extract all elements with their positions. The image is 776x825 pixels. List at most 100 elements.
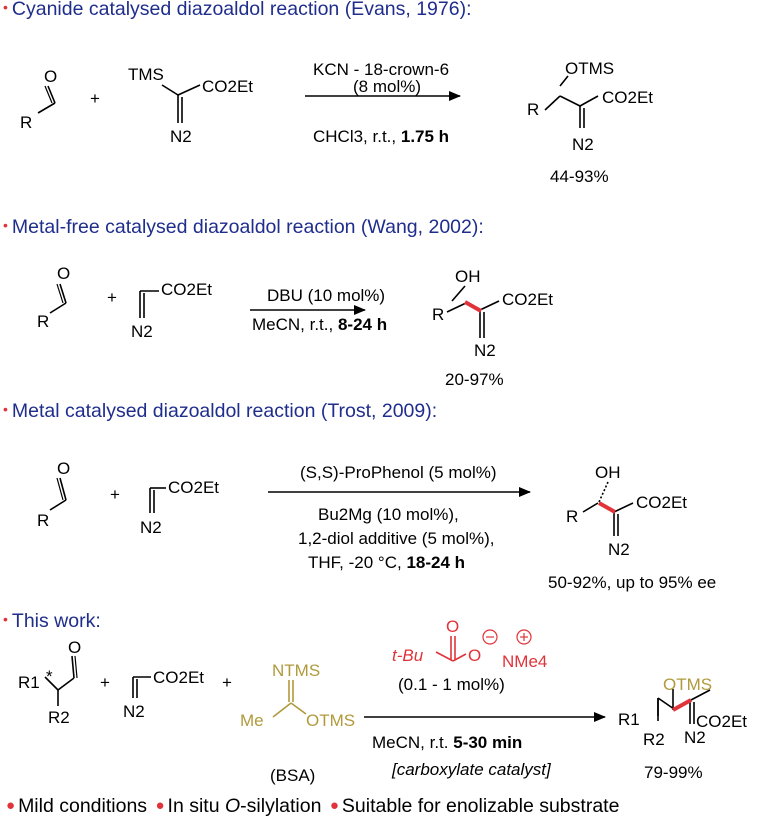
this-work-cond-solvent-b: 5-30 min bbox=[453, 733, 522, 752]
this-work-cond-loading: (0.1 - 1 mol%) bbox=[398, 675, 505, 694]
trost-cond-b1: Bu2Mg (10 mol%), bbox=[318, 505, 459, 524]
wang-cond-bottom-b: 8-24 h bbox=[338, 315, 387, 334]
evans-cond-bottom-b: 1.75 h bbox=[401, 127, 449, 146]
footer-features: ●Mild conditions ●In situ O-silylation ●… bbox=[3, 795, 619, 818]
this-work-prod-co2et: CO2Et bbox=[696, 712, 747, 731]
trost-cond-top: (S,S)-ProPhenol (5 mol%) bbox=[300, 463, 497, 482]
evans-prod-co2et: CO2Et bbox=[602, 88, 653, 107]
catalyst-tbu: t-Bu bbox=[392, 646, 424, 665]
wang-co2et: CO2Et bbox=[161, 280, 212, 299]
bullet-dot: ● bbox=[329, 797, 339, 814]
evans-tms: TMS bbox=[128, 65, 164, 84]
this-work-prod-n2: N2 bbox=[684, 728, 706, 747]
bsa-otms: OTMS bbox=[306, 711, 355, 730]
trost-prod-oh: OH bbox=[595, 463, 621, 482]
catalyst-nme4: NMe4 bbox=[502, 652, 547, 671]
trost-yield: 50-92%, up to 95% ee bbox=[548, 573, 716, 592]
trost-cond-b3b: 18-24 h bbox=[406, 553, 465, 572]
this-work-cond-solvent-a: MeCN, r.t. bbox=[372, 733, 453, 752]
wang-aldehyde-r: R bbox=[37, 312, 49, 331]
this-work-product-bonds bbox=[657, 689, 674, 721]
this-work-cond-note: [carboxylate catalyst] bbox=[391, 760, 552, 779]
catalyst-o: O bbox=[446, 617, 459, 636]
evans-cond-top2: (8 mol%) bbox=[353, 77, 421, 96]
footer-item-insitu-b: O bbox=[224, 795, 241, 817]
heading-evans-text: Cyanide catalysed diazoaldol reaction (E… bbox=[11, 0, 472, 20]
wang-prod-n2: N2 bbox=[474, 341, 496, 360]
this-work-r1: R1 bbox=[18, 673, 40, 692]
wang-yield: 20-97% bbox=[445, 370, 504, 389]
catalyst-plus-charge bbox=[516, 629, 532, 645]
trost-n2: N2 bbox=[140, 518, 162, 537]
this-work-prod-otms: OTMS bbox=[663, 675, 712, 694]
this-work-r1-text: R1 bbox=[18, 673, 40, 692]
scheme-evans bbox=[37, 75, 599, 128]
footer-item-enolizable: Suitable for enolizable substrate bbox=[341, 795, 620, 817]
evans-aldehyde-r: R bbox=[20, 113, 32, 132]
bullet-dot: • bbox=[3, 611, 8, 627]
this-work-co2et: CO2Et bbox=[153, 668, 204, 687]
bsa-ntms: NTMS bbox=[272, 661, 320, 680]
this-work-highlight-bond bbox=[672, 698, 692, 712]
this-work-plus1: + bbox=[100, 673, 110, 692]
heading-wang: •Metal-free catalysed diazoaldol reactio… bbox=[3, 216, 484, 239]
trost-highlight-bond bbox=[598, 501, 616, 514]
footer-item-insitu-c: -silylation bbox=[240, 795, 322, 817]
evans-cond-bottom-a: CHCl3, r.t., bbox=[313, 127, 401, 146]
this-work-star: * bbox=[46, 667, 53, 686]
trost-cond-b2: 1,2-diol additive (5 mol%), bbox=[298, 529, 495, 548]
footer-item-mild: Mild conditions bbox=[18, 795, 148, 817]
evans-co2et: CO2Et bbox=[202, 77, 253, 96]
trost-prod-co2et: CO2Et bbox=[636, 493, 687, 512]
bullet-dot: ● bbox=[155, 797, 165, 814]
trost-cond-b3: THF, -20 °C, 18-24 h bbox=[308, 553, 465, 572]
heading-trost: •Metal catalysed diazoaldol reaction (Tr… bbox=[3, 400, 437, 423]
bullet-dot: • bbox=[3, 401, 8, 417]
wang-cond-bottom: MeCN, r.t., 8-24 h bbox=[252, 315, 387, 334]
trost-stereo-bond bbox=[598, 481, 609, 503]
this-work-aldehyde-o: O bbox=[68, 638, 81, 657]
footer-item-insitu-a: In situ bbox=[167, 795, 225, 817]
heading-wang-text: Metal-free catalysed diazoaldol reaction… bbox=[11, 216, 484, 238]
this-work-yield: 79-99% bbox=[644, 763, 703, 782]
catalyst-structure bbox=[435, 636, 467, 662]
bsa-me: Me bbox=[240, 711, 264, 730]
trost-plus: + bbox=[110, 485, 120, 504]
trost-prod-n2: N2 bbox=[608, 540, 630, 559]
evans-aldehyde-o: O bbox=[44, 67, 57, 86]
scheme-this-work bbox=[44, 655, 711, 724]
catalyst-ominus: O bbox=[468, 646, 481, 665]
heading-evans: •Cyanide catalysed diazoaldol reaction (… bbox=[3, 0, 472, 21]
evans-cond-top1: KCN - 18-crown-6 bbox=[313, 60, 449, 79]
heading-this-work-text: This work: bbox=[11, 610, 101, 632]
evans-n2: N2 bbox=[170, 127, 192, 146]
this-work-cond-solvent: MeCN, r.t. 5-30 min bbox=[372, 733, 522, 752]
wang-prod-co2et: CO2Et bbox=[502, 290, 553, 309]
evans-plus: + bbox=[90, 89, 100, 108]
trost-cond-b3a: THF, -20 °C, bbox=[308, 553, 406, 572]
this-work-n2: N2 bbox=[123, 702, 145, 721]
wang-n2: N2 bbox=[131, 322, 153, 341]
bsa-structure bbox=[272, 680, 307, 718]
trost-co2et: CO2Et bbox=[168, 478, 219, 497]
wang-highlight-bond bbox=[464, 300, 482, 313]
evans-cond-bottom: CHCl3, r.t., 1.75 h bbox=[313, 127, 449, 146]
evans-yield: 44-93% bbox=[550, 167, 609, 186]
wang-prod-r: R bbox=[432, 305, 444, 324]
wang-cond-bottom-a: MeCN, r.t., bbox=[252, 315, 338, 334]
wang-cond-top: DBU (10 mol%) bbox=[267, 286, 385, 305]
bullet-dot: ● bbox=[6, 797, 16, 814]
trost-aldehyde-o: O bbox=[57, 459, 70, 478]
bullet-dot: • bbox=[3, 0, 8, 15]
wang-prod-oh: OH bbox=[455, 267, 481, 286]
scheme-wang bbox=[49, 283, 500, 338]
wang-aldehyde-o: O bbox=[57, 264, 70, 283]
evans-prod-r: R bbox=[527, 100, 539, 119]
heading-trost-text: Metal catalysed diazoaldol reaction (Tro… bbox=[11, 400, 438, 422]
wang-plus: + bbox=[107, 288, 117, 307]
bsa-label: (BSA) bbox=[270, 766, 315, 785]
this-work-plus2: + bbox=[222, 673, 232, 692]
evans-prod-otms: OTMS bbox=[565, 59, 614, 78]
catalyst-minus-charge bbox=[482, 629, 498, 645]
